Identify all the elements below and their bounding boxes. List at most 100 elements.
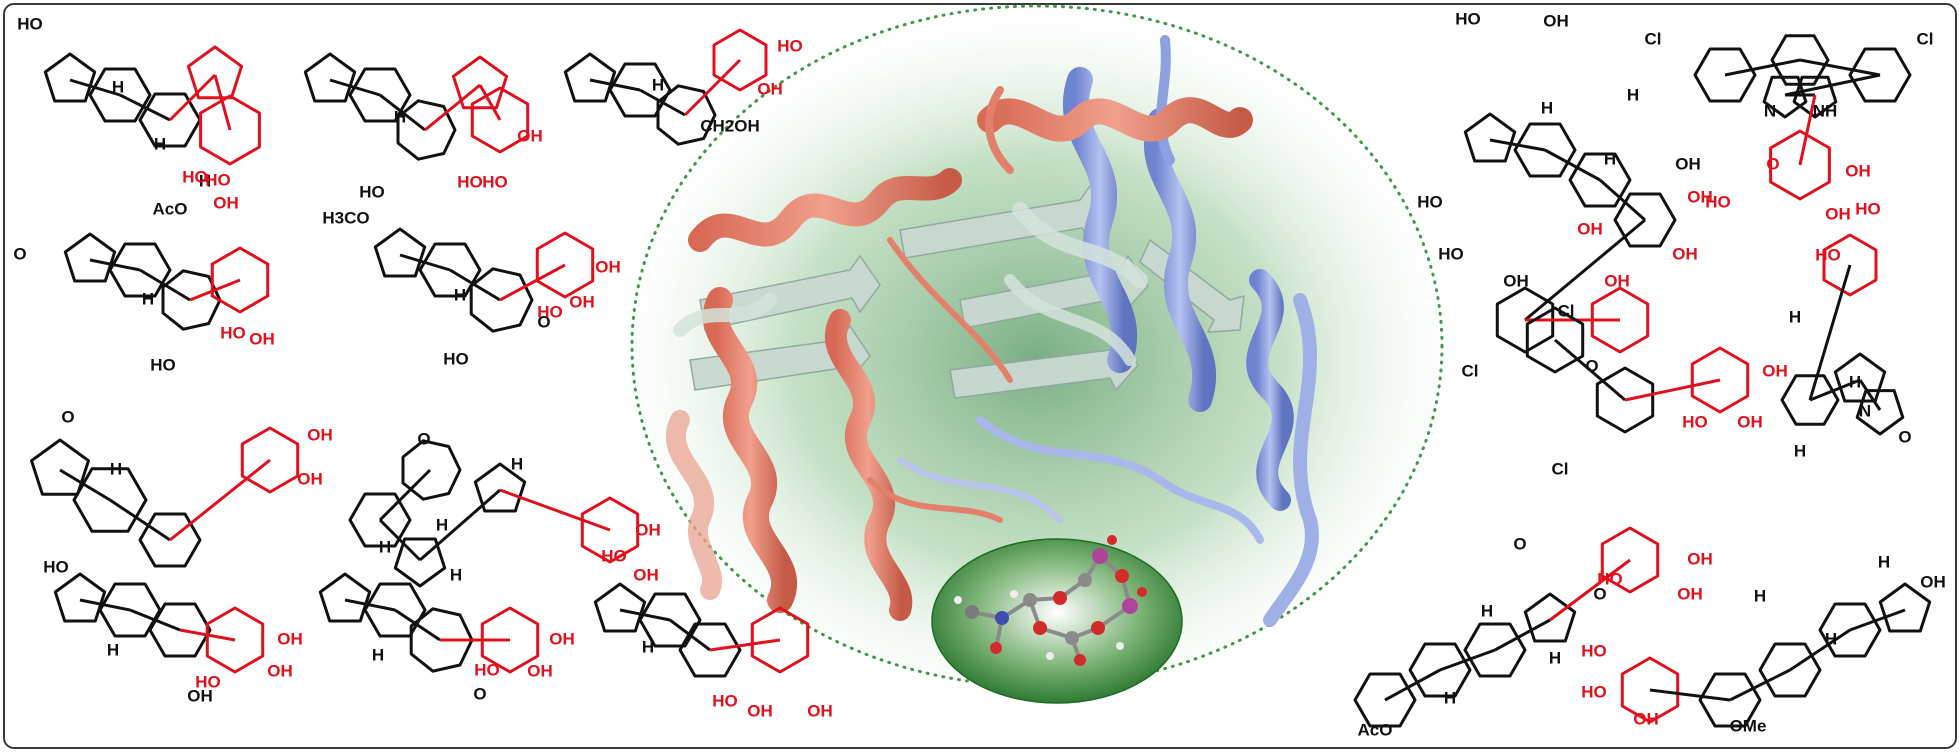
atom-label-2: H	[1789, 307, 1801, 326]
atom-label-1: H	[142, 289, 154, 308]
bond-1	[1554, 338, 1626, 402]
bond-4	[1849, 608, 1906, 632]
atom-label-0: HO	[1455, 9, 1481, 28]
ring-3	[1523, 592, 1577, 643]
atom-label-1: HO	[712, 691, 738, 710]
bond-3	[179, 628, 236, 642]
ring-3	[205, 606, 265, 674]
atom-label-6: OH	[1845, 161, 1871, 180]
bond-1	[1489, 138, 1546, 152]
atom-label-5: H	[1481, 601, 1493, 620]
ring-0	[401, 439, 462, 501]
ring-3	[1855, 389, 1905, 436]
bond-2	[1799, 58, 1881, 77]
ring-3	[535, 231, 595, 299]
protein-helices-blue	[897, 35, 1319, 627]
atom-label-0: HO	[1855, 199, 1881, 218]
ring-0	[63, 232, 117, 283]
ring-2	[1568, 152, 1632, 208]
ring-1	[1770, 34, 1830, 86]
ring-3	[712, 28, 768, 92]
bond-4	[1549, 558, 1631, 622]
bond-1	[329, 78, 381, 97]
bond-1	[399, 253, 451, 272]
ring-2	[1463, 622, 1527, 678]
ring-2	[396, 99, 457, 161]
bond-3	[189, 278, 241, 302]
atom-label-1: HO	[1815, 245, 1841, 264]
ring-1	[348, 492, 412, 548]
atom-label-4: OH	[249, 329, 275, 348]
atom-label-0: HO	[17, 14, 43, 33]
ring-0	[53, 572, 107, 623]
atom-label-0: H	[394, 107, 406, 126]
bond-1	[1384, 668, 1441, 702]
bond-2	[449, 268, 501, 302]
ring-0	[563, 52, 617, 103]
ring-2	[393, 537, 447, 588]
bond-2	[1729, 668, 1791, 702]
ring-4	[1792, 75, 1838, 119]
bond-3	[169, 458, 271, 542]
atom-label-0: H	[372, 645, 384, 664]
atom-label-4: H	[1794, 441, 1806, 460]
atom-label-0: O	[1513, 534, 1526, 553]
ring-4	[470, 86, 530, 154]
atom-label-1: Cl	[1558, 301, 1575, 320]
atom-label-4: H	[1604, 149, 1616, 168]
ring-0	[593, 582, 647, 633]
ring-1	[608, 62, 672, 118]
bond-2	[394, 608, 441, 642]
atom-label-1: H	[112, 77, 124, 96]
ring-0	[30, 438, 90, 496]
atom-label-7: OH	[213, 193, 239, 212]
ball-and-stick-ligand-icon	[931, 535, 1183, 704]
atom-label-3: HO	[537, 302, 563, 321]
ring-0	[1463, 112, 1517, 163]
bond-2	[1439, 648, 1496, 672]
atom-label-3: OH	[307, 425, 333, 444]
atom-label-6: HO	[1417, 192, 1443, 211]
ring-4	[1495, 286, 1555, 354]
bond-1	[1724, 58, 1801, 77]
atom-label-0: Cl	[1462, 361, 1479, 380]
ring-5	[1590, 286, 1650, 354]
atom-label-5: HO	[1705, 192, 1731, 211]
bond-3	[168, 73, 217, 122]
atom-label-5: N	[1859, 401, 1871, 420]
bond-1	[89, 258, 141, 272]
atom-label-1: Cl	[1917, 29, 1934, 48]
ring-4	[1600, 526, 1660, 594]
bond-2	[1809, 378, 1861, 402]
atom-label-4: H	[450, 565, 462, 584]
atom-label-1: CH2OH	[700, 116, 760, 135]
atom-label-3: H	[1627, 85, 1639, 104]
atom-label-3: OH	[1687, 549, 1713, 568]
bond-1	[79, 598, 131, 612]
bond-3	[1858, 379, 1882, 411]
atom-label-1: HO	[359, 182, 385, 201]
atom-label-6: O	[1898, 427, 1911, 446]
bond-1	[589, 78, 641, 92]
atom-label-4: OH	[1677, 584, 1703, 603]
ring-2	[469, 267, 534, 333]
bond-1	[378, 468, 432, 522]
atom-label-1: OH	[1920, 572, 1946, 591]
atom-label-8: OH	[1503, 271, 1529, 290]
atom-label-4: OH	[549, 629, 575, 648]
bond-4	[478, 84, 502, 121]
ring-3	[480, 606, 540, 674]
ring-3	[473, 462, 527, 513]
ring-3	[186, 45, 244, 100]
ring-1	[1780, 374, 1840, 426]
ring-4	[199, 94, 261, 166]
